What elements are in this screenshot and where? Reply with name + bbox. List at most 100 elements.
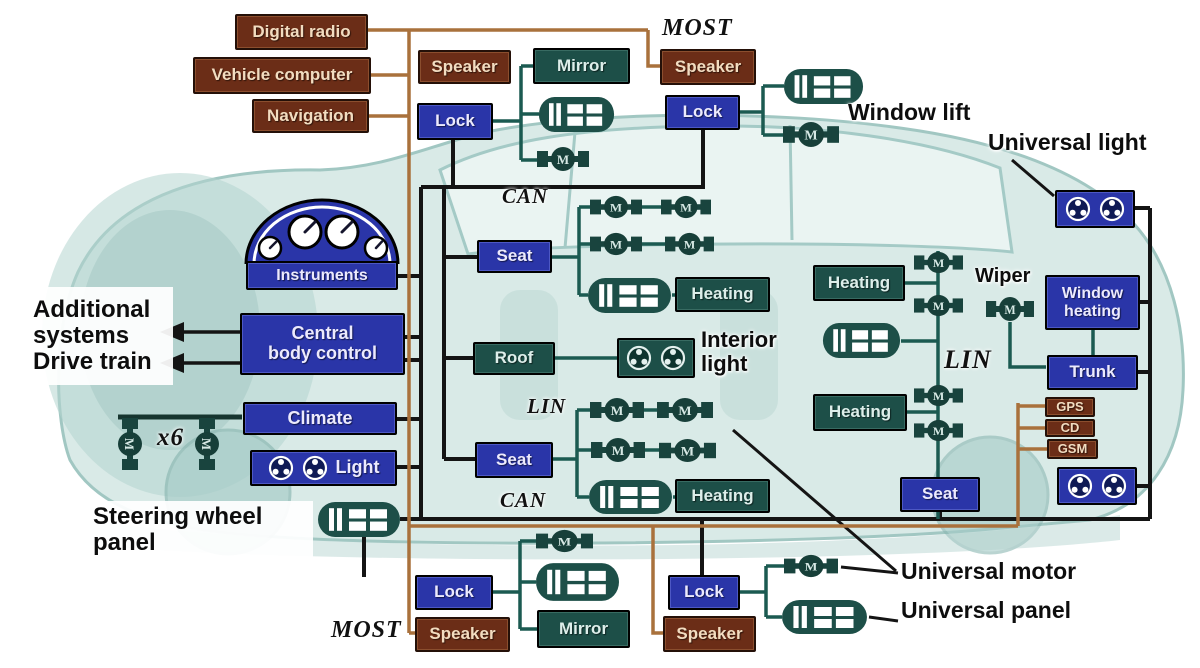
label-line: MOST [662, 15, 733, 41]
box-trunk: Trunk [1047, 355, 1138, 390]
box-speaker-most-top: Speaker [660, 49, 756, 85]
light-icon [660, 345, 686, 371]
box-cd: CD [1045, 419, 1095, 437]
label-line: LIN [944, 345, 992, 374]
motor-icon: M [194, 418, 220, 470]
label-line: CAN [502, 184, 549, 208]
light-icon [268, 455, 294, 481]
panel-icon [587, 277, 672, 314]
svg-text:M: M [678, 403, 691, 417]
box-label: Window heating [1061, 284, 1124, 320]
box-light: Light [250, 450, 397, 486]
label-line: x6 [157, 424, 184, 451]
box-mirror-top: Mirror [533, 48, 630, 84]
box-label: Speaker [429, 624, 496, 644]
pointer-line [840, 565, 899, 575]
box-label: Speaker [674, 56, 742, 76]
box-label: CD [1060, 419, 1080, 435]
label-line: Additional [33, 296, 151, 324]
box-label: Lock [682, 102, 723, 122]
box-label: Mirror [556, 55, 607, 75]
motor-icon: M [657, 397, 713, 423]
svg-text:M: M [611, 403, 624, 418]
label-can-bottom: CAN [500, 489, 546, 512]
box-window-heating: Window heating [1045, 275, 1140, 330]
motor-icon: M [117, 418, 143, 470]
light-icon [1101, 473, 1127, 499]
label-line: Window lift [848, 99, 971, 125]
svg-text:M: M [933, 256, 945, 270]
box-heating-right-1: Heating [813, 265, 905, 301]
label-universal-panel: Universal panel [901, 598, 1071, 623]
box-universal-light-bottom [1057, 467, 1137, 505]
box-lock-front-top: Lock [417, 103, 493, 140]
label-lin-center: LIN [527, 395, 566, 418]
label-line: Steering wheel [93, 503, 263, 531]
svg-text:M: M [933, 389, 945, 403]
box-label: Seat [496, 246, 533, 266]
label-line: MOST [331, 617, 402, 643]
box-lock-rear-left: Lock [415, 575, 493, 610]
svg-text:M: M [681, 444, 695, 458]
svg-text:M: M [805, 560, 818, 573]
box-roof: Roof [473, 342, 555, 375]
label-line: Universal panel [901, 597, 1072, 623]
brown-bus-wire [646, 30, 661, 68]
box-label: Trunk [1069, 362, 1116, 382]
box-label: Lock [434, 582, 474, 602]
box-label: Heating [691, 485, 754, 505]
box-label: Seat [922, 484, 958, 504]
label-most-top: MOST [662, 15, 733, 42]
label-lin-right: LIN [944, 345, 992, 374]
box-label: Climate [287, 407, 353, 428]
box-instruments: Instruments [246, 261, 398, 290]
svg-text:M: M [557, 152, 569, 167]
brown-bus-wire [651, 526, 664, 635]
light-icon [1065, 196, 1091, 222]
box-label: Lock [435, 111, 475, 131]
motor-icon: M [914, 251, 963, 274]
svg-text:M: M [933, 424, 945, 438]
box-label: Central body control [268, 323, 377, 363]
panel-icon [781, 599, 868, 635]
label-line: Universal light [988, 129, 1147, 155]
label-line: LIN [527, 394, 567, 418]
label-line: Universal motor [901, 558, 1077, 584]
svg-text:M: M [558, 535, 572, 549]
box-label: Navigation [267, 105, 354, 125]
svg-text:M: M [610, 201, 622, 214]
label-line: Interior [701, 327, 777, 352]
box-label: Mirror [558, 618, 609, 638]
svg-text:M: M [933, 299, 945, 313]
panel-icon [538, 96, 615, 133]
box-climate: Climate [243, 402, 397, 435]
svg-text:M: M [199, 438, 214, 450]
teal-bus-wire [1008, 322, 1046, 369]
box-gsm: GSM [1047, 439, 1098, 459]
box-heating-center-2: Heating [675, 479, 770, 513]
box-label: Speaker [431, 56, 498, 76]
panel-icon [535, 562, 620, 602]
box-label: Vehicle computer [211, 65, 353, 85]
motor-icon: M [536, 529, 593, 553]
motor-icon: M [590, 232, 642, 256]
box-label: GSM [1057, 440, 1088, 456]
box-speaker-rear-left: Speaker [415, 617, 510, 652]
svg-text:M: M [122, 438, 137, 450]
light-icon [302, 455, 328, 481]
svg-text:M: M [804, 128, 817, 143]
box-label: GPS [1056, 398, 1084, 414]
svg-text:M: M [610, 238, 622, 251]
box-label: Seat [496, 449, 532, 469]
box-speaker-rear-right: Speaker [663, 616, 756, 652]
box-label: Lock [684, 582, 724, 602]
box-seat-rear: Seat [475, 442, 553, 478]
label-universal-motor: Universal motor [901, 559, 1076, 584]
box-mirror-bottom: Mirror [537, 610, 630, 648]
motor-icon: M [986, 296, 1034, 322]
light-icon [626, 345, 652, 371]
pointer-line [868, 615, 899, 623]
label-universal-light: Universal light [988, 130, 1146, 155]
